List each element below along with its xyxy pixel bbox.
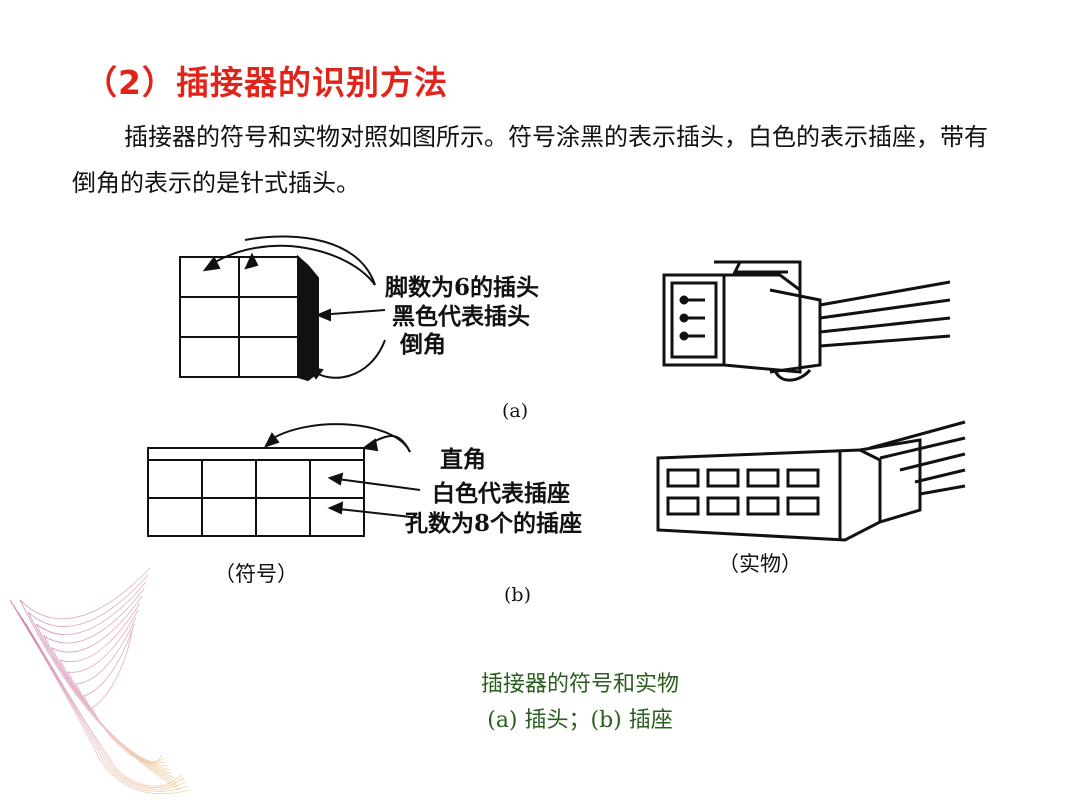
label-eight-hole-socket: 孔数为8个的插座 — [405, 510, 583, 537]
label-six-pin-plug: 脚数为6的插头 — [385, 274, 540, 301]
caption-a: (a) — [502, 400, 529, 422]
label-black-means-plug: 黑色代表插头 — [392, 303, 530, 330]
plug-symbol — [179, 254, 319, 382]
label-chamfer: 倒角 — [400, 331, 446, 358]
figure-caption-line1: 插接器的符号和实物 — [480, 672, 679, 697]
slide-title: （2）插接器的识别方法 — [84, 63, 448, 102]
caption-object: （实物） — [718, 552, 802, 576]
body-paragraph: 插接器的符号和实物对照如图所示。符号涂黑的表示插头，白色的表示插座，带有倒角的表… — [72, 123, 988, 197]
label-right-angle: 直角 — [440, 446, 486, 473]
socket-symbol — [147, 447, 365, 537]
plug-object-image — [662, 260, 951, 382]
socket-object-image — [656, 420, 966, 542]
label-white-means-socket: 白色代表插座 — [432, 480, 570, 507]
caption-symbol: （符号） — [214, 562, 298, 586]
figure-caption-line2: (a) 插头；(b) 插座 — [487, 708, 673, 733]
caption-b: (b) — [504, 584, 531, 606]
